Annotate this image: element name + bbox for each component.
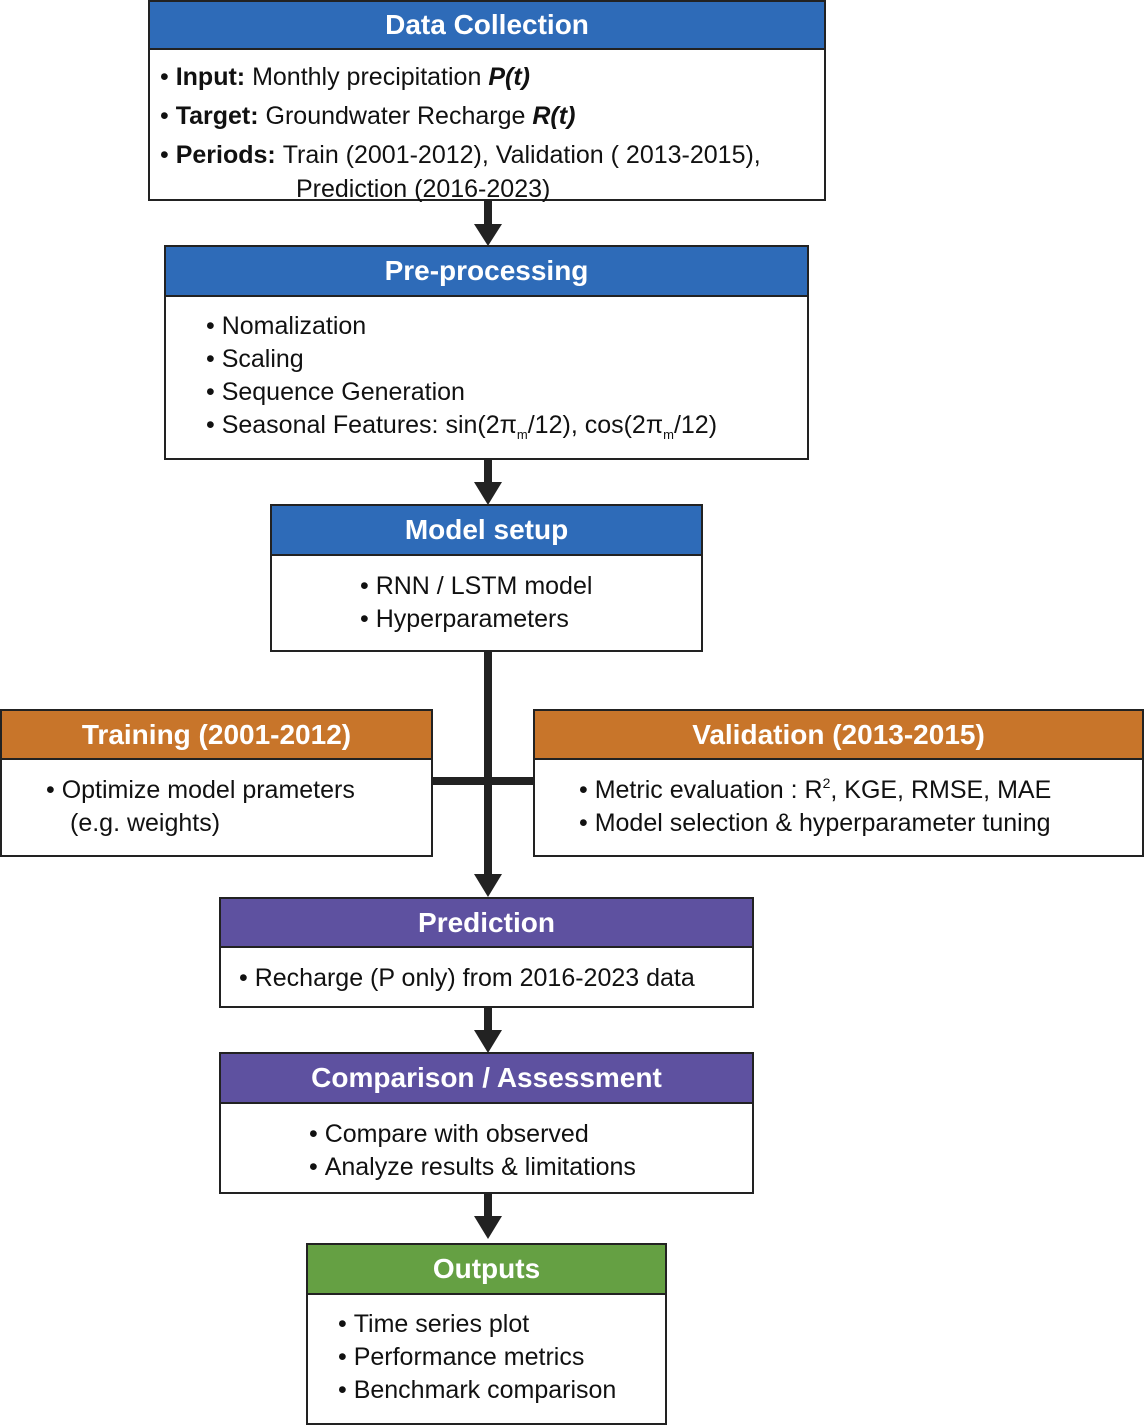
- seasonal-subscript: m: [516, 427, 528, 442]
- comparison-item-text: Compare with observed: [324, 1120, 589, 1148]
- target-key: Target:: [175, 102, 259, 130]
- training-header: Training (2001-2012): [2, 711, 431, 760]
- validation-box: Validation (2013-2015) • Metric evaluati…: [533, 709, 1144, 857]
- comparison-header: Comparison / Assessment: [221, 1054, 752, 1104]
- model-setup-header: Model setup: [272, 506, 701, 556]
- training-item: • Optimize model prameters: [46, 776, 355, 804]
- validation-body: • Metric evaluation : R2, KGE, RMSE, MAE…: [535, 760, 1142, 840]
- comparison-item: • Compare with observed: [309, 1120, 589, 1148]
- connector-line: [431, 777, 535, 785]
- model-setup-box: Model setup • RNN / LSTM model • Hyperpa…: [270, 504, 703, 652]
- preprocessing-title: Pre-processing: [384, 255, 589, 286]
- periods-text: Train (2001-2012), Validation ( 2013-201…: [282, 141, 761, 169]
- connector-line: [484, 1006, 492, 1032]
- preprocessing-item: • Nomalization: [206, 312, 367, 340]
- arrow-head: [474, 1030, 502, 1053]
- periods-continuation: Prediction (2016-2023): [296, 175, 551, 203]
- periods-key: Periods:: [175, 141, 276, 169]
- preprocessing-body: • Nomalization • Scaling • Sequence Gene…: [166, 297, 807, 442]
- seasonal-features-item: • Seasonal Features: sin(2πm/12), cos(2π…: [206, 411, 718, 442]
- comparison-item: • Analyze results & limitations: [309, 1153, 636, 1181]
- data-collection-body: • Input: Monthly precipitation P(t) • Ta…: [150, 50, 824, 203]
- training-box: Training (2001-2012) • Optimize model pr…: [0, 709, 433, 857]
- target-item: • Target: Groundwater Recharge R(t): [160, 102, 576, 130]
- preprocessing-item: • Scaling: [206, 345, 304, 373]
- preprocessing-item-text: Sequence Generation: [221, 378, 465, 406]
- connector-line: [484, 200, 492, 228]
- metric-rest: , KGE, RMSE, MAE: [830, 776, 1052, 804]
- input-item: • Input: Monthly precipitation P(t): [160, 63, 530, 91]
- arrow-head: [474, 1216, 502, 1239]
- model-selection-item: • Model selection & hyperparameter tunin…: [579, 809, 1051, 837]
- periods-item: • Periods: Train (2001-2012), Validation…: [160, 141, 761, 169]
- model-selection-text: Model selection & hyperparameter tuning: [594, 809, 1051, 837]
- model-setup-item: • Hyperparameters: [360, 605, 569, 633]
- seasonal-end: /12): [673, 411, 718, 439]
- connector-line: [484, 459, 492, 485]
- training-body: • Optimize model prameters (e.g. weights…: [2, 760, 431, 840]
- arrow-head: [474, 482, 502, 505]
- validation-header: Validation (2013-2015): [535, 711, 1142, 760]
- training-item-text: Optimize model prameters: [61, 776, 355, 804]
- outputs-item-text: Performance metrics: [353, 1343, 585, 1371]
- model-setup-body: • RNN / LSTM model • Hyperparameters: [272, 556, 701, 636]
- prediction-body: • Recharge (P only) from 2016-2023 data: [221, 948, 752, 995]
- input-key: Input:: [175, 63, 246, 91]
- outputs-item-text: Benchmark comparison: [353, 1376, 617, 1404]
- outputs-title: Outputs: [432, 1253, 541, 1284]
- preprocessing-item: • Sequence Generation: [206, 378, 465, 406]
- prediction-title: Prediction: [418, 906, 555, 938]
- outputs-body: • Time series plot • Performance metrics…: [308, 1295, 665, 1407]
- seasonal-mid: /12), cos(2π: [527, 411, 664, 439]
- training-title: Training (2001-2012): [81, 718, 352, 750]
- model-setup-title: Model setup: [404, 514, 569, 545]
- outputs-item: • Time series plot: [338, 1310, 530, 1338]
- connector-line: [484, 1192, 492, 1218]
- connector-line: [484, 651, 492, 878]
- preprocessing-item-text: Scaling: [221, 345, 304, 373]
- comparison-box: Comparison / Assessment • Compare with o…: [219, 1052, 754, 1194]
- arrow-head: [474, 874, 502, 897]
- outputs-box: Outputs • Time series plot • Performance…: [306, 1243, 667, 1425]
- data-collection-title: Data Collection: [385, 9, 589, 40]
- input-text: Monthly precipitation: [252, 63, 482, 91]
- target-var: R(t): [532, 102, 576, 130]
- preprocessing-box: Pre-processing • Nomalization • Scaling …: [164, 245, 809, 460]
- comparison-title: Comparison / Assessment: [311, 1062, 662, 1093]
- prediction-box: Prediction • Recharge (P only) from 2016…: [219, 897, 754, 1008]
- metric-evaluation-item: • Metric evaluation : R2, KGE, RMSE, MAE: [579, 775, 1052, 804]
- target-text: Groundwater Recharge: [265, 102, 526, 130]
- prediction-header: Prediction: [221, 899, 752, 948]
- seasonal-subscript: m: [663, 427, 674, 442]
- model-setup-item: • RNN / LSTM model: [360, 572, 593, 600]
- data-collection-header: Data Collection: [150, 2, 824, 50]
- outputs-header: Outputs: [308, 1245, 665, 1295]
- training-item-continuation: (e.g. weights): [70, 809, 221, 837]
- metric-superscript: 2: [822, 775, 831, 791]
- comparison-body: • Compare with observed • Analyze result…: [221, 1104, 752, 1184]
- arrow-head: [474, 224, 502, 246]
- prediction-item: • Recharge (P only) from 2016-2023 data: [239, 964, 695, 992]
- seasonal-label: Seasonal Features: sin(2π: [221, 411, 517, 439]
- outputs-item-text: Time series plot: [353, 1310, 530, 1338]
- model-setup-item-text: RNN / LSTM model: [375, 572, 593, 600]
- metric-label: Metric evaluation : R: [594, 776, 823, 804]
- preprocessing-header: Pre-processing: [166, 247, 807, 297]
- comparison-item-text: Analyze results & limitations: [324, 1153, 636, 1181]
- validation-title: Validation (2013-2015): [692, 718, 985, 750]
- input-var: P(t): [488, 63, 530, 91]
- outputs-item: • Benchmark comparison: [338, 1376, 617, 1404]
- data-collection-box: Data Collection • Input: Monthly precipi…: [148, 0, 826, 203]
- outputs-item: • Performance metrics: [338, 1343, 585, 1371]
- model-setup-item-text: Hyperparameters: [375, 605, 569, 633]
- preprocessing-item-text: Nomalization: [221, 312, 367, 340]
- prediction-item-text: Recharge (P only) from 2016-2023 data: [254, 964, 695, 992]
